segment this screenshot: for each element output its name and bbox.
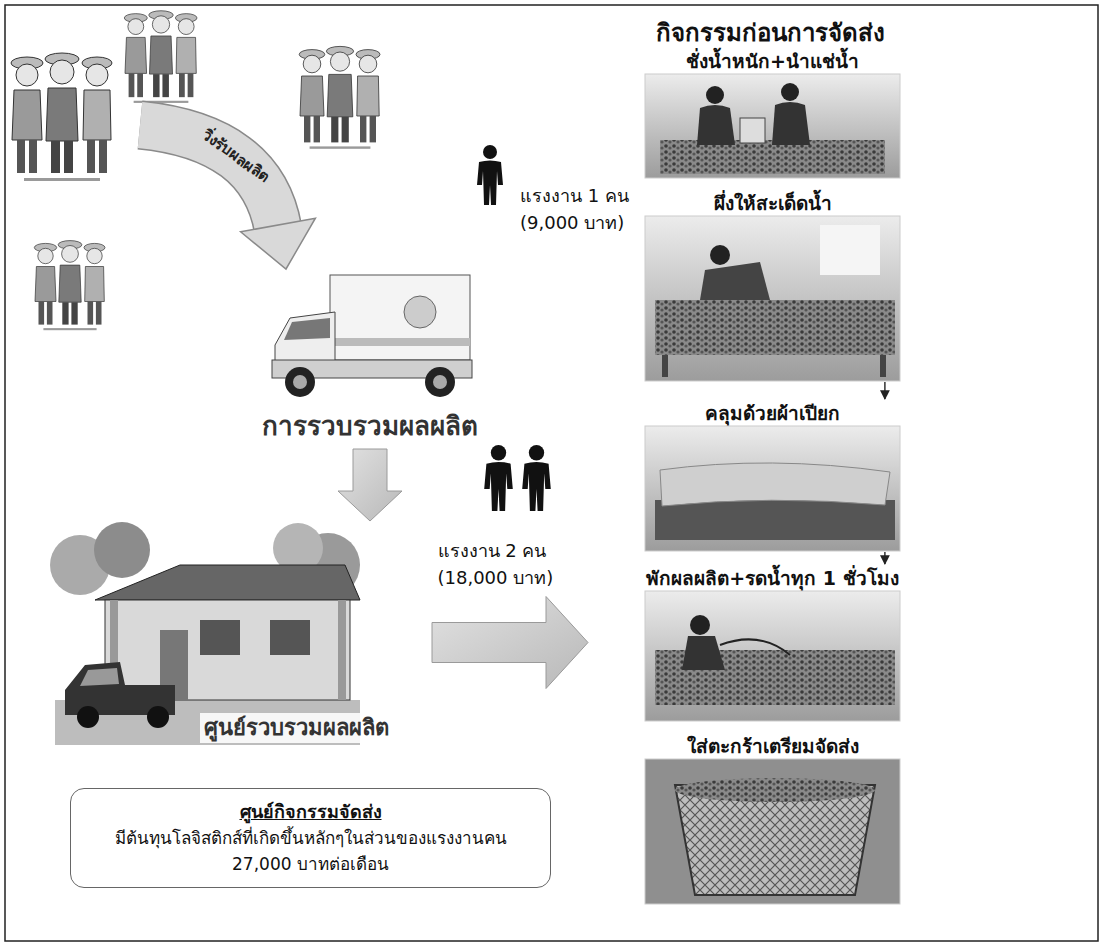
step-caption: ผึ่งให้สะเด็ดน้ำ	[714, 190, 832, 216]
activity-step: ใส่ตะกร้าเตรียมจัดส่ง	[632, 733, 913, 904]
truck-picture	[404, 296, 436, 328]
block-arrow	[338, 449, 402, 521]
farmer-figures	[34, 241, 105, 331]
pickup-route-arrow	[241, 218, 316, 269]
step-caption: พักผลผลิต+รดน้ำทุก 1 ชั่วโมง	[646, 565, 898, 591]
collection-center: ศูนย์รวบรวมผลผลิต	[50, 525, 430, 760]
truck-picture	[293, 375, 307, 389]
activity-step: คลุมด้วยผ้าเปียก	[632, 400, 913, 551]
flow-arrow	[884, 382, 885, 399]
house-picture	[94, 522, 150, 578]
truck-picture	[284, 318, 330, 340]
pickup-route-arrow	[140, 125, 278, 229]
worker-icon	[477, 145, 503, 205]
worker-icons	[484, 445, 551, 511]
pickup-route-arrow	[140, 125, 278, 229]
step-photo	[710, 245, 730, 265]
cost-heading: ศูนย์กิจกรรมจัดส่ง	[85, 799, 536, 825]
flow-arrow	[884, 552, 885, 564]
step-photo	[655, 300, 895, 355]
step-photo	[700, 262, 770, 300]
farmer-figures	[124, 11, 197, 103]
house-picture	[270, 620, 310, 655]
house-picture	[200, 620, 240, 655]
step-photo	[740, 118, 765, 143]
house-picture	[95, 565, 360, 600]
farmer-figures	[11, 11, 380, 330]
step-photo	[645, 216, 900, 381]
label-holder: แรงงาน 1 คน (9,000 บาท)	[520, 182, 645, 236]
farmer-figures	[299, 46, 380, 148]
activity-step: พักผลผลิต+รดน้ำทุก 1 ชั่วโมง	[632, 565, 913, 721]
activity-panel: กิจกรรมก่อนการจัดส่งชั่งน้ำหนัก+นำแช่น้ำ…	[590, 14, 950, 936]
worker-icons	[484, 445, 513, 511]
step-photo	[645, 591, 900, 721]
panel-title: กิจกรรมก่อนการจัดส่ง	[656, 18, 885, 48]
outer-frame	[5, 5, 1098, 941]
step-photo	[660, 463, 890, 506]
step-caption: คลุมด้วยผ้าเปียก	[705, 400, 840, 426]
house-picture	[338, 600, 346, 700]
labor-label: แรงงาน 1 คน (9,000 บาท)	[520, 182, 645, 236]
step-caption: ใส่ตะกร้าเตรียมจัดส่ง	[687, 733, 859, 759]
house-picture	[77, 706, 99, 728]
step-photo	[720, 639, 790, 655]
truck-picture	[433, 375, 447, 389]
step-photo	[645, 591, 900, 721]
edge-label: แรงงาน 2 คน (18,000 บาท)	[438, 537, 563, 591]
cost-note: มีต้นทุนโลจิสติกส์ที่เกิดขึ้นหลักๆในส่วน…	[85, 825, 536, 877]
step-photo	[645, 74, 900, 178]
step-photo	[682, 636, 725, 670]
worker-icon	[477, 145, 503, 205]
step-photo	[772, 102, 810, 145]
worker-icons	[522, 445, 551, 511]
truck-picture	[330, 275, 470, 360]
house-picture	[50, 522, 360, 745]
step-photo	[706, 86, 724, 104]
step-caption: ชั่งน้ำหนัก+นำแช่น้ำ	[686, 48, 859, 74]
cost-box: ศูนย์กิจกรรมจัดส่งมีต้นทุนโลจิสติกส์ที่เ…	[70, 788, 551, 888]
house-picture	[147, 706, 169, 728]
step-photo	[645, 426, 900, 551]
truck-picture	[272, 275, 472, 397]
step-photo	[820, 225, 880, 275]
center-label: ศูนย์รวบรวมผลผลิต	[200, 713, 393, 743]
step-photo	[675, 778, 875, 802]
step-photo	[662, 355, 668, 377]
edge-label-holder: แรงงาน 2 คน (18,000 บาท)	[438, 537, 563, 591]
stage-label: การรวบรวมผลผลิต	[262, 409, 478, 443]
pickup-route-arrow	[140, 125, 315, 269]
step-photo	[645, 426, 900, 551]
step-photo	[660, 140, 885, 174]
step-photo	[655, 500, 895, 540]
farmer-figures	[11, 53, 112, 181]
house-picture	[80, 668, 119, 686]
collection-stage: การรวบรวมผลผลิต	[240, 262, 500, 445]
block-arrow	[432, 597, 588, 689]
step-photo	[690, 615, 710, 635]
truck-picture	[330, 338, 470, 346]
truck-picture	[425, 367, 455, 397]
activity-step: ชั่งน้ำหนัก+นำแช่น้ำ	[632, 48, 913, 178]
step-photo	[781, 83, 799, 101]
label-holder: วิ่งรับผลผลิต	[198, 125, 274, 188]
step-photo	[645, 74, 900, 178]
activity-step: ผึ่งให้สะเด็ดน้ำ	[632, 190, 913, 381]
step-photo	[645, 759, 900, 904]
route-label: วิ่งรับผลผลิต	[198, 125, 274, 188]
step-photo	[697, 105, 735, 145]
truck-picture	[285, 367, 315, 397]
step-photo	[645, 759, 900, 904]
step-photo	[645, 216, 900, 381]
step-photo	[880, 355, 886, 377]
